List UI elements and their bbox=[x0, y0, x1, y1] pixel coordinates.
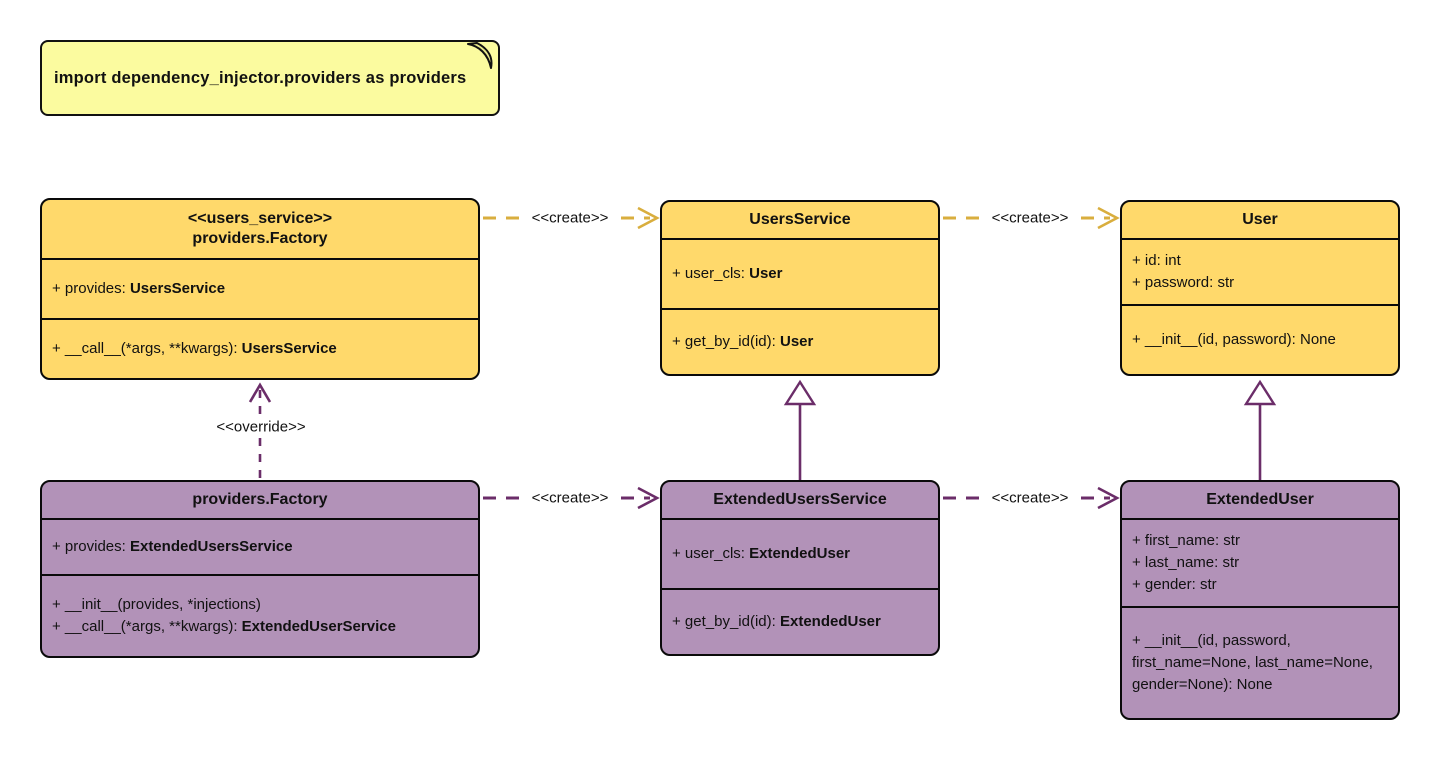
member-type: ExtendedUsersService bbox=[129, 538, 293, 555]
member-text: + __init__(id, password, first_name=None… bbox=[1132, 632, 1373, 693]
class-box-extended-users-service: ExtendedUsersService + user_cls: Extende… bbox=[660, 480, 940, 656]
class-attribute: + gender: str bbox=[1132, 574, 1388, 596]
member-text: + id: int bbox=[1132, 252, 1181, 269]
class-stereotype: <<users_service>> bbox=[187, 210, 333, 227]
class-box-users-service: UsersService + user_cls: User + get_by_i… bbox=[660, 200, 940, 376]
class-attribute: + id: int bbox=[1132, 250, 1388, 272]
class-name: UsersService bbox=[749, 211, 851, 228]
member-text: + get_by_id(id): bbox=[672, 613, 780, 630]
member-text: + __call__(*args, **kwargs): bbox=[52, 618, 242, 635]
arrow-inherit-extendeduser bbox=[1243, 379, 1277, 480]
class-attribute: + first_name: str bbox=[1132, 530, 1388, 552]
note-text: import dependency_injector.providers as … bbox=[54, 68, 467, 87]
class-method: + __call__(*args, **kwargs): ExtendedUse… bbox=[52, 616, 468, 638]
member-text: + get_by_id(id): bbox=[672, 333, 780, 350]
class-attribute: + last_name: str bbox=[1132, 552, 1388, 574]
member-type: ExtendedUser bbox=[779, 613, 881, 630]
class-method: + get_by_id(id): User bbox=[672, 331, 928, 353]
note-import-providers: import dependency_injector.providers as … bbox=[40, 40, 500, 116]
member-text: + provides: bbox=[52, 280, 130, 297]
member-type: ExtendedUserService bbox=[241, 618, 396, 635]
member-text: + user_cls: bbox=[672, 545, 750, 562]
class-attribute: + provides: UsersService bbox=[52, 278, 468, 300]
member-type: User bbox=[779, 333, 814, 350]
override-label: <<override>> bbox=[211, 417, 311, 437]
member-text: + provides: bbox=[52, 538, 130, 555]
member-type: UsersService bbox=[129, 280, 226, 297]
class-method: + __call__(*args, **kwargs): UsersServic… bbox=[52, 338, 468, 360]
class-attribute: + user_cls: ExtendedUser bbox=[672, 543, 928, 565]
member-text: + __call__(*args, **kwargs): bbox=[52, 340, 242, 357]
member-type: ExtendedUser bbox=[749, 545, 850, 562]
member-type: UsersService bbox=[241, 340, 337, 357]
class-box-extended-user: ExtendedUser + first_name: str + last_na… bbox=[1120, 480, 1400, 720]
class-method: + __init__(id, password, first_name=None… bbox=[1132, 630, 1388, 696]
member-text: + gender: str bbox=[1132, 576, 1217, 593]
class-box-factory-users: <<users_service>> providers.Factory + pr… bbox=[40, 198, 480, 380]
class-name: providers.Factory bbox=[192, 230, 328, 247]
class-name: User bbox=[1242, 211, 1278, 228]
class-method: + __init__(id, password): None bbox=[1132, 329, 1388, 351]
create-label-4: <<create>> bbox=[986, 488, 1074, 508]
note-fold-icon bbox=[467, 42, 493, 69]
class-box-user: User + id: int + password: str + __init_… bbox=[1120, 200, 1400, 376]
class-name: ExtendedUsersService bbox=[713, 491, 887, 508]
member-text: + __init__(id, password): None bbox=[1132, 331, 1336, 348]
class-method: + get_by_id(id): ExtendedUser bbox=[672, 611, 928, 633]
member-text: + first_name: str bbox=[1132, 532, 1240, 549]
class-attribute: + password: str bbox=[1132, 272, 1388, 294]
member-type: User bbox=[749, 265, 783, 282]
member-text: + last_name: str bbox=[1132, 554, 1240, 571]
class-attribute: + user_cls: User bbox=[672, 263, 928, 285]
class-name: ExtendedUser bbox=[1206, 491, 1314, 508]
member-text: + password: str bbox=[1132, 274, 1235, 291]
class-name: providers.Factory bbox=[192, 491, 328, 508]
member-text: + __init__(provides, *injections) bbox=[52, 596, 261, 613]
class-attribute: + provides: ExtendedUsersService bbox=[52, 536, 468, 558]
arrow-inherit-extendedusersservice bbox=[783, 379, 817, 480]
create-label-3: <<create>> bbox=[526, 488, 614, 508]
class-method: + __init__(provides, *injections) bbox=[52, 594, 468, 616]
member-text: + user_cls: bbox=[672, 265, 750, 282]
create-label-2: <<create>> bbox=[986, 208, 1074, 228]
class-box-factory-extended: providers.Factory + provides: ExtendedUs… bbox=[40, 480, 480, 658]
create-label-1: <<create>> bbox=[526, 208, 614, 228]
